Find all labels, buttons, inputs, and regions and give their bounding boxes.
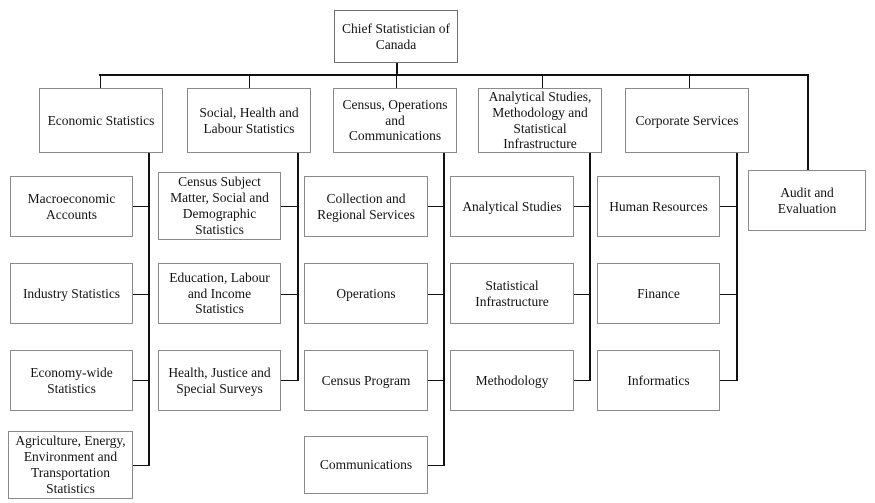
node-audit-evaluation[interactable]: Audit and Evaluation	[748, 170, 866, 231]
connector-stub-human-resources	[720, 206, 737, 207]
node-label: Operations	[336, 285, 396, 301]
connector-stub-informatics	[720, 380, 737, 381]
node-label: Social, Health and Labour Statistics	[199, 104, 299, 136]
connector-stub-health-justice-special-surveys	[281, 380, 298, 381]
node-census-operations-communications[interactable]: Census, Operations and Communications	[333, 88, 457, 153]
node-education-labour-income-statistics[interactable]: Education, Labour and Income Statistics	[158, 263, 281, 324]
node-label: Education, Labour and Income Statistics	[169, 269, 270, 317]
node-health-justice-special-surveys[interactable]: Health, Justice and Special Surveys	[158, 350, 281, 411]
node-label: Agriculture, Energy, Environment and Tra…	[15, 433, 126, 496]
node-human-resources[interactable]: Human Resources	[597, 176, 720, 237]
connector-spine-analytical-studies	[589, 153, 591, 381]
connector-stub-macroeconomic-accounts	[133, 206, 149, 207]
connector-drop-census-operations	[396, 74, 397, 88]
node-label: Census Subject Matter, Social and Demogr…	[170, 174, 269, 237]
node-label: Methodology	[475, 372, 549, 388]
node-label: Statistical Infrastructure	[475, 277, 549, 309]
connector-stub-statistical-infrastructure	[574, 294, 590, 295]
connector-spine-social-health-labour	[297, 153, 299, 381]
connector-spine-economic-statistics	[148, 153, 150, 466]
node-label: Communications	[319, 457, 413, 473]
node-label: Corporate Services	[635, 112, 739, 128]
node-label: Analytical Studies	[462, 198, 562, 214]
node-operations[interactable]: Operations	[304, 263, 428, 324]
connector-stub-finance	[720, 294, 737, 295]
node-economy-wide-statistics[interactable]: Economy-wide Statistics	[10, 350, 133, 411]
connector-top-bus	[99, 74, 809, 76]
connector-stub-economy-wide-statistics	[133, 380, 149, 381]
node-analytical-studies[interactable]: Analytical Studies	[450, 176, 574, 237]
node-economic-statistics[interactable]: Economic Statistics	[39, 88, 163, 153]
connector-stub-operations	[428, 294, 444, 295]
node-label: Chief Statistician of Canada	[342, 20, 450, 52]
connector-drop-analytical-studies	[542, 74, 543, 88]
node-label: Finance	[637, 285, 680, 301]
connector-stub-census-subject-matter	[281, 206, 298, 207]
node-label: Analytical Studies, Methodology and Stat…	[488, 88, 592, 152]
node-informatics[interactable]: Informatics	[597, 350, 720, 411]
connector-drop-economic-statistics	[100, 74, 101, 88]
node-label: Economic Statistics	[47, 112, 155, 128]
node-label: Economy-wide Statistics	[30, 364, 113, 396]
node-analytical-studies-methodology-statistical-infrastructure[interactable]: Analytical Studies, Methodology and Stat…	[478, 88, 602, 153]
node-label: Audit and Evaluation	[777, 184, 837, 216]
node-communications[interactable]: Communications	[304, 436, 428, 494]
node-label: Census, Operations and Communications	[342, 96, 448, 144]
node-label: Human Resources	[609, 198, 708, 214]
node-macroeconomic-accounts[interactable]: Macroeconomic Accounts	[10, 176, 133, 237]
node-collection-regional-services[interactable]: Collection and Regional Services	[304, 176, 428, 237]
node-label: Informatics	[627, 372, 690, 388]
node-industry-statistics[interactable]: Industry Statistics	[10, 263, 133, 324]
node-statistical-infrastructure[interactable]: Statistical Infrastructure	[450, 263, 574, 324]
node-label: Macroeconomic Accounts	[27, 190, 116, 222]
connector-root-stem	[396, 62, 398, 76]
connector-stub-industry-statistics	[133, 294, 149, 295]
node-social-health-labour-statistics[interactable]: Social, Health and Labour Statistics	[187, 88, 311, 153]
connector-stub-census-program	[428, 380, 444, 381]
connector-drop-social-health-labour	[249, 74, 250, 88]
node-census-program[interactable]: Census Program	[304, 350, 428, 411]
connector-stub-education-labour-income	[281, 294, 298, 295]
node-agriculture-energy-environment-transportation-statistics[interactable]: Agriculture, Energy, Environment and Tra…	[8, 431, 133, 499]
node-methodology[interactable]: Methodology	[450, 350, 574, 411]
connector-stub-methodology	[574, 380, 590, 381]
connector-stub-communications	[428, 465, 444, 466]
node-label: Census Program	[321, 372, 411, 388]
connector-stub-agriculture-energy	[133, 465, 149, 466]
connector-spine-corporate-services	[736, 153, 738, 381]
connector-drop-audit-evaluation	[807, 74, 809, 170]
node-census-subject-matter-social-demographic-statistics[interactable]: Census Subject Matter, Social and Demogr…	[158, 172, 281, 240]
connector-stub-collection-regional-services	[428, 206, 444, 207]
node-label: Industry Statistics	[22, 285, 121, 301]
node-label: Health, Justice and Special Surveys	[168, 364, 271, 396]
connector-spine-census-operations	[443, 153, 445, 466]
node-corporate-services[interactable]: Corporate Services	[625, 88, 749, 153]
node-finance[interactable]: Finance	[597, 263, 720, 324]
connector-stub-analytical-studies	[574, 206, 590, 207]
connector-drop-corporate-services	[689, 74, 690, 88]
node-label: Collection and Regional Services	[317, 190, 415, 222]
node-chief-statistician[interactable]: Chief Statistician of Canada	[334, 10, 458, 63]
